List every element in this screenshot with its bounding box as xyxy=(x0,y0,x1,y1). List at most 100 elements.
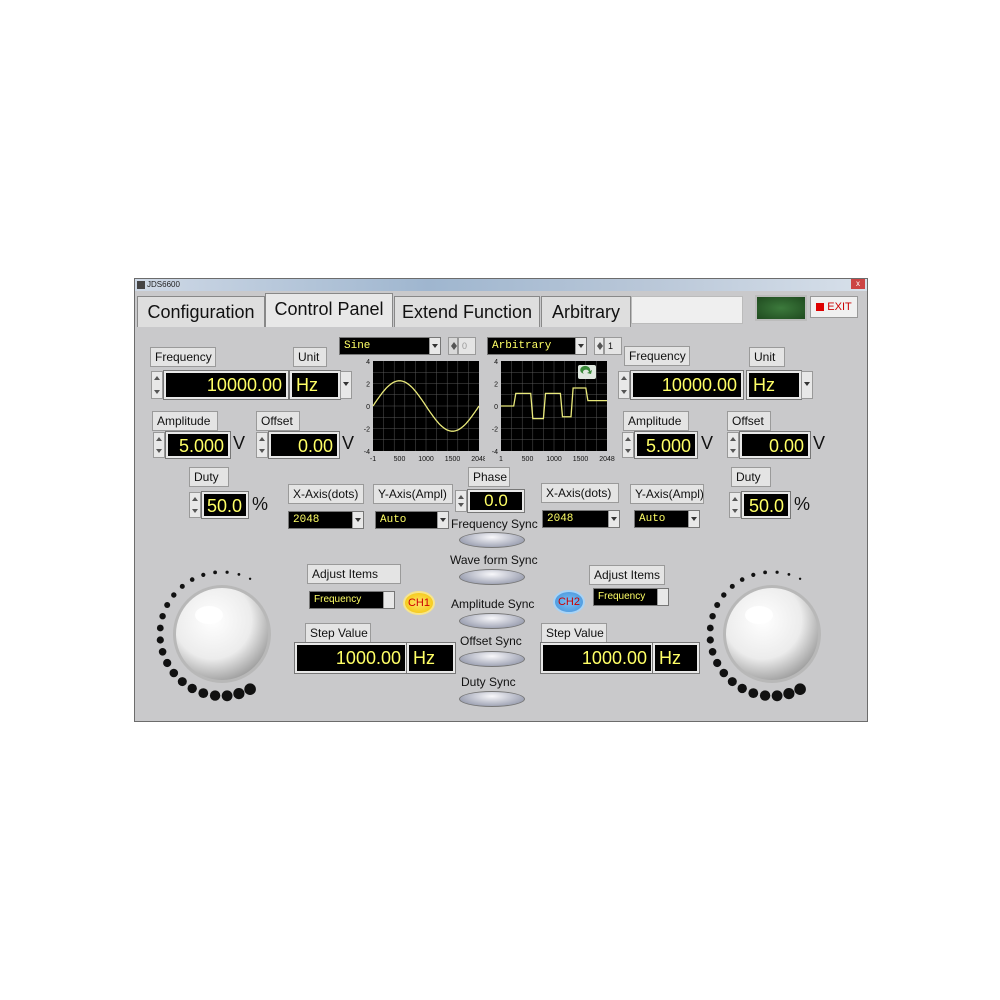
ch1-offset-display[interactable]: 0.00 xyxy=(268,431,340,459)
ch1-duty-stepper[interactable] xyxy=(189,492,201,518)
ch1-frequency-display[interactable]: 10000.00 xyxy=(163,370,289,400)
y-tick-label: -4 xyxy=(364,449,370,456)
knob-dial[interactable] xyxy=(726,588,818,680)
exit-button[interactable]: EXIT xyxy=(810,296,858,318)
ch2-waveform-index[interactable]: 1 xyxy=(604,337,622,355)
amplitude-sync-button[interactable] xyxy=(459,613,525,629)
phase-display[interactable]: 0.0 xyxy=(467,489,525,513)
knob-scale-dot xyxy=(158,648,167,656)
ch1-x-axis-select[interactable]: 2048 xyxy=(288,511,364,529)
x-tick-label: 2048 xyxy=(599,456,615,463)
ch1-offset-label: Offset xyxy=(256,411,300,431)
phase-stepper[interactable] xyxy=(455,490,467,512)
knob-dial[interactable] xyxy=(176,588,268,680)
ch2-amplitude-stepper[interactable] xyxy=(622,432,634,458)
ch2-waveform-index-stepper[interactable] xyxy=(594,337,604,355)
x-tick-label: 500 xyxy=(394,456,406,463)
y-tick-labels: 420-2-4 xyxy=(364,359,370,456)
title-bar: JDS6600 x xyxy=(135,279,867,291)
ch1-step-value-display[interactable]: 1000.00 xyxy=(294,642,408,674)
ch2-frequency-stepper[interactable] xyxy=(618,371,630,399)
knob-scale-dot xyxy=(713,658,722,668)
ch2-amplitude-display[interactable]: 5.000 xyxy=(634,431,698,459)
waveform-sync-button[interactable] xyxy=(459,569,525,585)
chevron-down-icon[interactable] xyxy=(352,512,363,528)
frequency-sync-button[interactable] xyxy=(459,532,525,548)
knob-scale-dot xyxy=(727,677,737,687)
chevron-down-icon[interactable] xyxy=(383,592,394,608)
knob-scale-dot xyxy=(187,683,197,694)
x-tick-label: 500 xyxy=(522,456,534,463)
ch2-duty-label: Duty xyxy=(731,467,771,487)
duty-sync-button[interactable] xyxy=(459,691,525,707)
x-tick-label: 1 xyxy=(499,456,503,463)
ch2-y-axis-select[interactable]: Auto xyxy=(634,510,700,528)
tab-extend-function[interactable]: Extend Function xyxy=(394,296,540,327)
chevron-down-icon[interactable] xyxy=(437,512,448,528)
knob-scale-dot xyxy=(751,572,756,577)
chevron-down-icon[interactable] xyxy=(608,511,619,527)
ch1-waveform-select[interactable]: Sine xyxy=(339,337,441,355)
knob-scale-dot xyxy=(169,668,179,678)
chevron-down-icon[interactable] xyxy=(657,589,668,605)
chevron-down-icon[interactable] xyxy=(340,371,352,399)
ch2-unit-select[interactable]: Hz xyxy=(746,370,813,400)
ch2-adjust-items-select[interactable]: Frequency xyxy=(593,588,669,606)
knob-scale-dot xyxy=(221,690,233,702)
knob-scale-dot xyxy=(787,573,791,576)
ch1-duty-unit: % xyxy=(252,494,269,514)
tab-control-panel[interactable]: Control Panel xyxy=(265,293,393,327)
chevron-down-icon[interactable] xyxy=(801,371,813,399)
ch1-frequency-stepper[interactable] xyxy=(151,371,163,399)
ch2-x-axis-select[interactable]: 2048 xyxy=(542,510,620,528)
y-tick-label: 2 xyxy=(366,382,370,389)
ch1-x-axis-value: 2048 xyxy=(293,514,320,526)
ch1-step-value-label: Step Value xyxy=(305,623,371,643)
ch2-adjust-items-label: Adjust Items xyxy=(589,565,665,585)
chevron-down-icon[interactable] xyxy=(575,338,586,354)
knob-scale-dot xyxy=(156,624,164,632)
ch2-step-value-display[interactable]: 1000.00 xyxy=(540,642,654,674)
tab-configuration[interactable]: Configuration xyxy=(137,296,265,327)
knob-scale-dot xyxy=(213,570,217,575)
ch2-offset-display[interactable]: 0.00 xyxy=(739,431,811,459)
knob-scale-dot xyxy=(163,658,172,668)
knob-scale-dot xyxy=(171,592,177,598)
chevron-down-icon[interactable] xyxy=(429,338,440,354)
y-tick-labels: 420-2-4 xyxy=(492,359,498,456)
y-tick-label: 0 xyxy=(494,404,498,411)
ch1-waveform-index-stepper[interactable] xyxy=(448,337,458,355)
offset-sync-label: Offset Sync xyxy=(460,634,522,648)
knob-highlight xyxy=(195,606,223,624)
ch1-y-axis-select[interactable]: Auto xyxy=(375,511,449,529)
ch1-duty-display[interactable]: 50.0 xyxy=(201,491,249,519)
offset-sync-button[interactable] xyxy=(459,651,525,667)
ch2-offset-stepper[interactable] xyxy=(727,432,739,458)
ch1-offset-stepper[interactable] xyxy=(256,432,268,458)
ch2-waveform-select[interactable]: Arbitrary xyxy=(487,337,587,355)
ch2-adjust-knob[interactable] xyxy=(697,559,847,709)
knob-scale xyxy=(156,570,256,702)
waveform-sync-label: Wave form Sync xyxy=(450,553,538,567)
ch1-adjust-knob[interactable] xyxy=(147,559,297,709)
sine-trace xyxy=(372,380,480,432)
arbitrary-trace xyxy=(501,387,607,420)
tab-arbitrary[interactable]: Arbitrary xyxy=(541,296,631,327)
ch2-duty-stepper[interactable] xyxy=(729,492,741,518)
ch2-duty-display[interactable]: 50.0 xyxy=(741,491,791,519)
knob-scale-dot xyxy=(721,592,727,598)
close-icon[interactable]: x xyxy=(851,279,865,289)
ch1-unit-select[interactable]: Hz xyxy=(289,370,352,400)
duty-sync-label: Duty Sync xyxy=(461,675,516,689)
knob-scale-dot xyxy=(737,683,747,694)
knob-scale-dot xyxy=(706,636,714,644)
ch2-frequency-display[interactable]: 10000.00 xyxy=(630,370,744,400)
ch1-amplitude-stepper[interactable] xyxy=(153,432,165,458)
ch1-amplitude-display[interactable]: 5.000 xyxy=(165,431,231,459)
ch1-amplitude-label: Amplitude xyxy=(152,411,218,431)
chevron-down-icon[interactable] xyxy=(688,511,699,527)
ch1-waveform-index[interactable]: 0 xyxy=(458,337,476,355)
ch1-adjust-items-select[interactable]: Frequency xyxy=(309,591,395,609)
